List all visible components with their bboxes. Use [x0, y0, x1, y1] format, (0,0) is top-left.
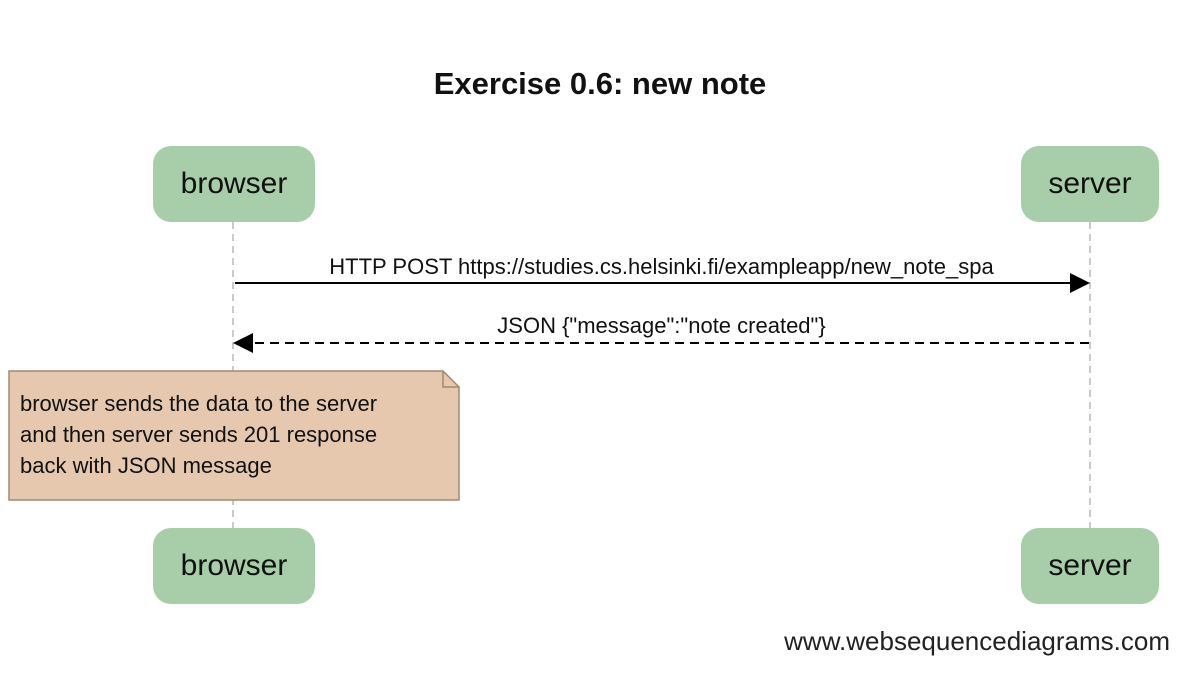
arrowhead-right-icon	[1070, 273, 1090, 293]
participant-browser-bottom: browser	[153, 528, 315, 604]
participant-browser-top: browser	[153, 146, 315, 222]
arrowhead-left-icon	[233, 333, 253, 353]
message-label-post: HTTP POST https://studies.cs.helsinki.fi…	[329, 254, 994, 279]
diagram-title: Exercise 0.6: new note	[433, 66, 767, 101]
watermark: www.websequencediagrams.com	[784, 626, 1170, 656]
participant-server-bottom: server	[1021, 528, 1159, 604]
note-line: and then server sends 201 response	[20, 422, 378, 447]
note-text: browser sends the data to the server and…	[20, 388, 460, 481]
note-fold	[442, 371, 459, 388]
note-line: browser sends the data to the server	[20, 391, 378, 416]
note-line: back with JSON message	[20, 453, 272, 478]
note-box	[8, 370, 460, 501]
message-label-json: JSON {"message":"note created"}	[497, 313, 826, 338]
participant-server-top: server	[1021, 146, 1159, 222]
